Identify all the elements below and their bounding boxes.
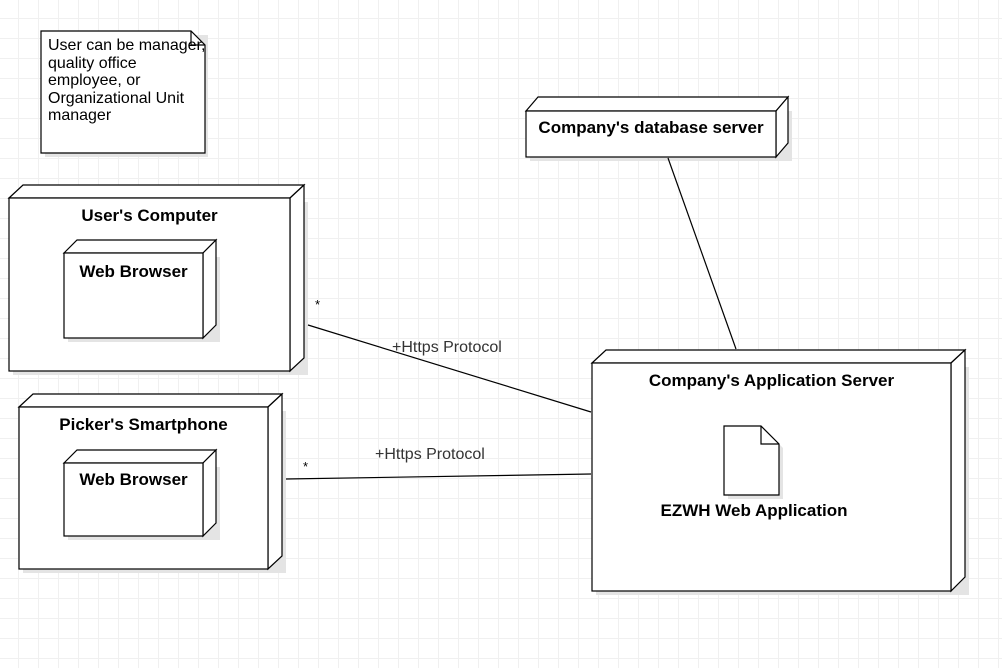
connection-computer-to-app-server[interactable] xyxy=(307,324,592,413)
connection-label-computer: +Https Protocol xyxy=(392,339,502,356)
web-browser-computer-title: Web Browser xyxy=(79,262,188,281)
users-computer-title: User's Computer xyxy=(81,206,218,225)
node-web-browser-computer[interactable] xyxy=(62,238,220,342)
database-server-title: Company's database server xyxy=(538,118,764,137)
connection-label-smartphone: +Https Protocol xyxy=(375,446,485,463)
note-text: User can be manager, quality office empl… xyxy=(48,37,206,124)
node-application-server[interactable] xyxy=(590,348,969,595)
connection-smartphone-to-app-server[interactable] xyxy=(285,473,592,480)
note-shape[interactable] xyxy=(40,30,208,157)
application-server-title: Company's Application Server xyxy=(648,371,895,390)
node-database-server[interactable] xyxy=(524,95,792,161)
artifact-document-icon[interactable] xyxy=(723,425,783,499)
node-web-browser-smartphone[interactable] xyxy=(62,448,220,540)
multiplicity-smartphone: * xyxy=(303,459,309,474)
web-browser-smartphone-title: Web Browser xyxy=(79,470,188,489)
pickers-smartphone-title: Picker's Smartphone xyxy=(59,415,228,434)
artifact-title: EZWH Web Application xyxy=(660,501,848,520)
multiplicity-computer: * xyxy=(315,297,321,312)
connection-app-server-to-database[interactable] xyxy=(667,157,737,350)
